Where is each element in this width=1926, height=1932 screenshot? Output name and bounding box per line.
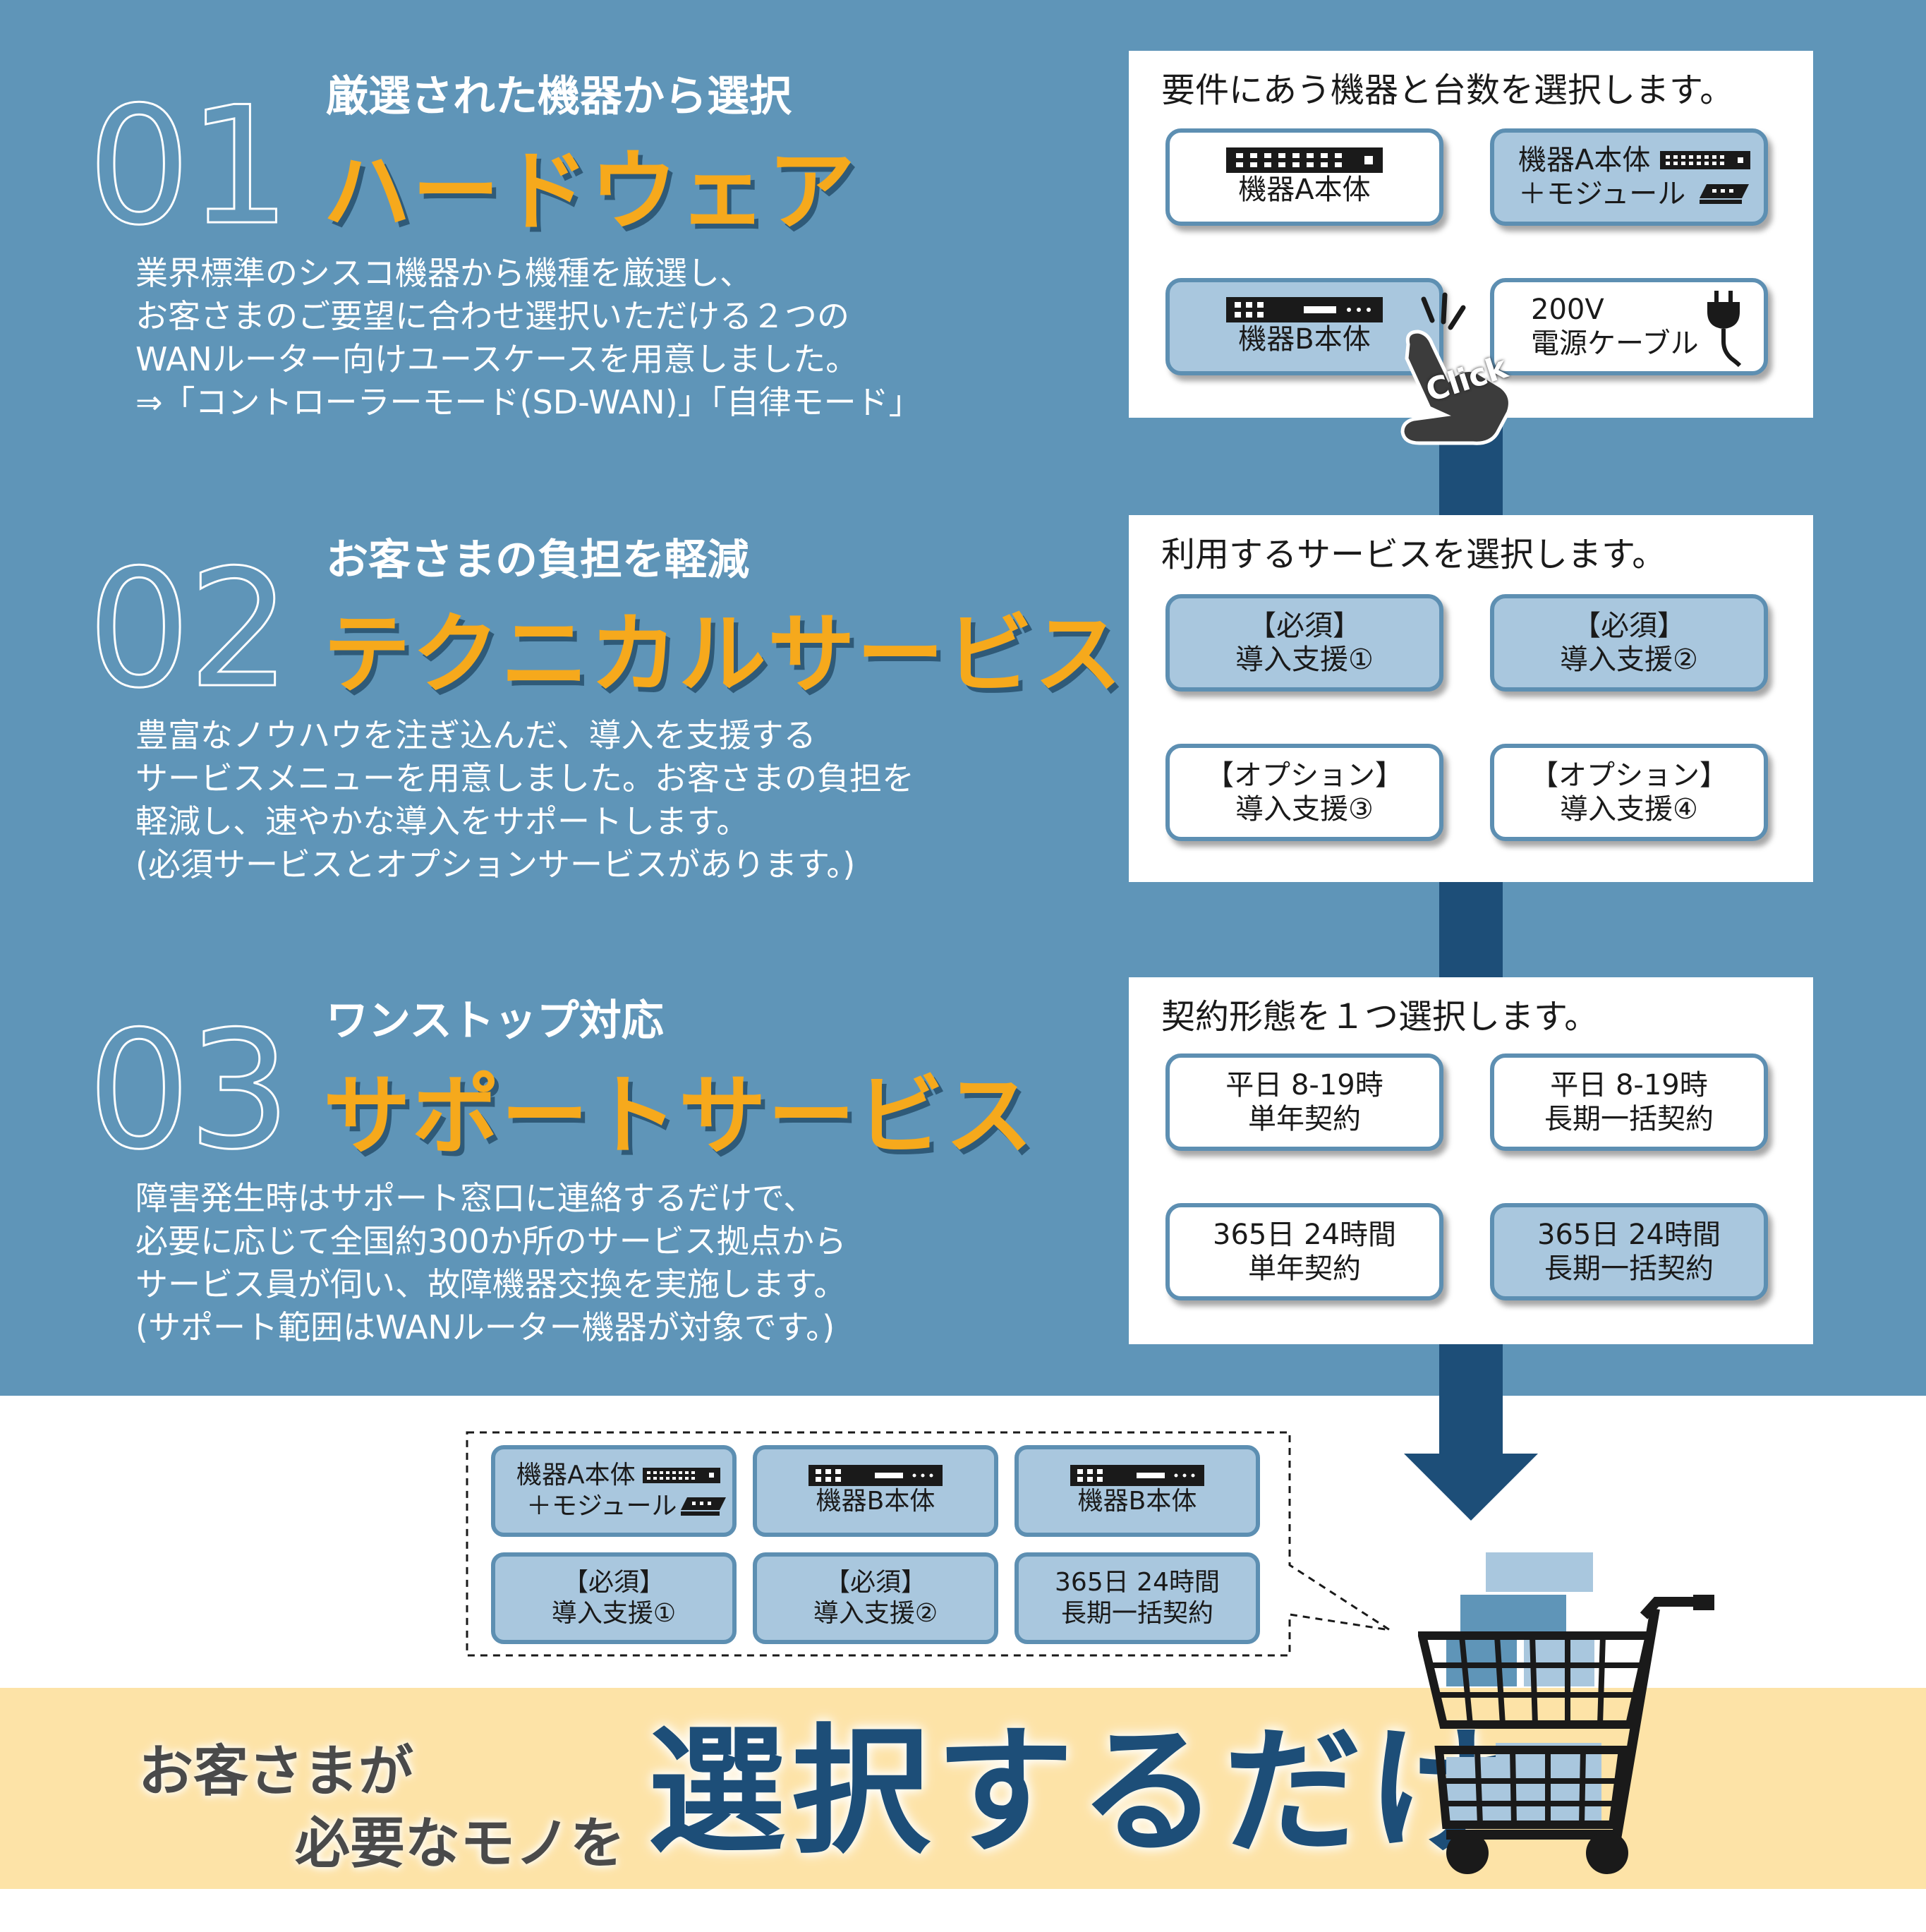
option-required-support-1[interactable]: 【必須】 導入支援① (1165, 594, 1443, 692)
cart-item-24h-long-term: 365日 24時間 長期一括契約 (1015, 1552, 1260, 1644)
down-arrow-icon (1404, 1454, 1538, 1521)
module-card-icon (1700, 184, 1750, 204)
cart-item-label: 長期一括契約 (1060, 1599, 1213, 1628)
cart-item-label: 機器B本体 (1077, 1487, 1197, 1516)
option-label: 【オプション】 (1206, 759, 1403, 792)
module-card-icon (681, 1497, 727, 1516)
router-device-icon (1226, 297, 1383, 322)
section-01-title: ハードウェア (323, 141, 857, 243)
banner-emphasis: 選択するだけ (648, 1712, 1512, 1873)
option-label: 導入支援② (1560, 644, 1698, 676)
section-02-title: テクニカルサービス (323, 604, 1124, 706)
option-label: 単年契約 (1248, 1103, 1361, 1135)
panel-heading: 利用するサービスを選択します。 (1161, 535, 1666, 574)
switch-device-icon (642, 1468, 720, 1483)
cart-item-label: ＋モジュール (526, 1492, 677, 1521)
option-label: 長期一括契約 (1544, 1103, 1714, 1135)
option-label: 機器A本体 (1238, 174, 1371, 206)
option-weekday-single-year[interactable]: 平日 8-19時 単年契約 (1165, 1053, 1443, 1151)
hardware-select-panel: 要件にあう機器と台数を選択します。 機器A本体 機器A本体 (1129, 51, 1813, 445)
cart-callout-border (466, 1431, 1391, 1657)
option-label: 長期一括契約 (1544, 1252, 1714, 1285)
option-device-a-module[interactable]: 機器A本体 ＋モジュール (1490, 128, 1768, 226)
cart-item-label: 【必須】 (824, 1568, 926, 1597)
option-weekday-long-term[interactable]: 平日 8-19時 長期一括契約 (1490, 1053, 1768, 1151)
section-02-subtitle: お客さまの負担を軽減 (326, 536, 749, 585)
option-label: 機器A本体 (1518, 144, 1651, 176)
option-label: 365日 24時間 (1213, 1219, 1396, 1251)
panel-heading: 要件にあう機器と台数を選択します。 (1161, 71, 1734, 110)
option-label: 導入支援④ (1560, 793, 1698, 826)
option-label: 機器B本体 (1238, 323, 1371, 356)
option-label: 単年契約 (1248, 1252, 1361, 1285)
service-select-panel: 利用するサービスを選択します。 【必須】 導入支援① 【必須】 導入支援② 【オ… (1129, 515, 1813, 882)
banner-line-2: 必要なモノを (295, 1812, 626, 1876)
option-label: 導入支援① (1235, 644, 1374, 676)
section-02-body-line: 豊富なノウハウを注ぎ込んだ、導入を支援する (135, 716, 816, 754)
option-device-a[interactable]: 機器A本体 (1165, 128, 1443, 226)
option-label: 電源ケーブル (1531, 327, 1699, 360)
section-02-body-line: (必須サービスとオプションサービスがあります。) (135, 845, 856, 883)
panel-heading: 契約形態を１つ選択します。 (1161, 997, 1599, 1037)
section-03-body: 障害発生時はサポート窓口に連絡するだけで、 必要に応じて全国約300か所のサービ… (135, 1177, 847, 1349)
switch-device-icon (1660, 151, 1751, 169)
section-01-body-line: ⇒「コントローラーモード(SD-WAN)」「自律モード」 (135, 383, 921, 421)
option-power-cable[interactable]: 200V 電源ケーブル (1490, 278, 1768, 375)
section-03-title: サポートサービス (323, 1065, 1035, 1167)
cart-item-label: 機器A本体 (516, 1461, 636, 1490)
shopping-cart-icon (1418, 1552, 1714, 1874)
option-24h-single-year[interactable]: 365日 24時間 単年契約 (1165, 1203, 1443, 1300)
cart-item-required-support-2: 【必須】 導入支援② (753, 1552, 998, 1644)
switch-device-icon (1226, 147, 1383, 173)
option-label: 平日 8-19時 (1225, 1069, 1383, 1101)
section-03-body-line: サービス員が伺い、故障機器交換を実施します。 (135, 1265, 847, 1303)
option-label: 【必須】 (1573, 610, 1685, 642)
section-02-body-line: 軽減し、速やかな導入をサポートします。 (135, 802, 749, 840)
router-device-icon (1070, 1465, 1204, 1486)
section-01-body-line: 業界標準のシスコ機器から機種を厳選し、 (135, 254, 752, 292)
cart-item-label: 導入支援① (551, 1599, 677, 1628)
option-optional-support-4[interactable]: 【オプション】 導入支援④ (1490, 744, 1768, 841)
option-label: 【必須】 (1248, 610, 1361, 642)
banner-line-1: お客さまが (138, 1740, 414, 1804)
cart-item-label: 【必須】 (562, 1568, 665, 1597)
section-01-body: 業界標準のシスコ機器から機種を厳選し、 お客さまのご要望に合わせ選択いただける２… (135, 252, 921, 424)
section-02-number: 02 (87, 536, 293, 724)
cart-item-label: 365日 24時間 (1055, 1568, 1220, 1597)
section-01-body-line: WANルーター向けユースケースを用意しました。 (135, 340, 859, 378)
section-02-body-line: サービスメニューを用意しました。お客さまの負担を (135, 759, 914, 797)
option-label: 平日 8-19時 (1550, 1069, 1708, 1101)
option-optional-support-3[interactable]: 【オプション】 導入支援③ (1165, 744, 1443, 841)
section-01-body-line: お客さまのご要望に合わせ選択いただける２つの (135, 297, 849, 335)
section-03-body-line: (サポート範囲はWANルーター機器が対象です。) (135, 1308, 835, 1346)
router-device-icon (808, 1465, 943, 1486)
section-03-subtitle: ワンストップ対応 (326, 996, 664, 1046)
power-plug-icon (1707, 291, 1742, 367)
section-01-number: 01 (87, 73, 293, 261)
contract-select-panel: 契約形態を１つ選択します。 平日 8-19時 単年契約 平日 8-19時 長期一… (1129, 977, 1813, 1344)
cart-item-device-b: 機器B本体 (1015, 1445, 1260, 1537)
section-01-subtitle: 厳選された機器から選択 (326, 72, 792, 121)
section-03-body-line: 障害発生時はサポート窓口に連絡するだけで、 (135, 1179, 816, 1217)
cart-item-device-a-module: 機器A本体 ＋モジュール (491, 1445, 737, 1537)
cart-item-label: 機器B本体 (816, 1487, 935, 1516)
option-24h-long-term[interactable]: 365日 24時間 長期一括契約 (1490, 1203, 1768, 1300)
section-03-number: 03 (87, 997, 293, 1185)
cart-item-device-b: 機器B本体 (753, 1445, 998, 1537)
option-label: 200V (1531, 294, 1604, 326)
option-device-b[interactable]: 機器B本体 (1165, 278, 1443, 375)
cart-item-required-support-1: 【必須】 導入支援① (491, 1552, 737, 1644)
option-label: 【オプション】 (1530, 759, 1728, 792)
section-02-body: 豊富なノウハウを注ぎ込んだ、導入を支援する サービスメニューを用意しました。お客… (135, 714, 914, 886)
option-label: ＋モジュール (1518, 178, 1686, 210)
option-label: 365日 24時間 (1537, 1219, 1721, 1251)
flow-connector (1439, 882, 1503, 977)
cart-item-label: 導入支援② (813, 1599, 938, 1628)
section-03-body-line: 必要に応じて全国約300か所のサービス拠点から (135, 1222, 847, 1260)
option-required-support-2[interactable]: 【必須】 導入支援② (1490, 594, 1768, 692)
option-label: 導入支援③ (1235, 793, 1374, 826)
flow-connector (1439, 1344, 1503, 1461)
click-hand-icon (1400, 292, 1512, 445)
